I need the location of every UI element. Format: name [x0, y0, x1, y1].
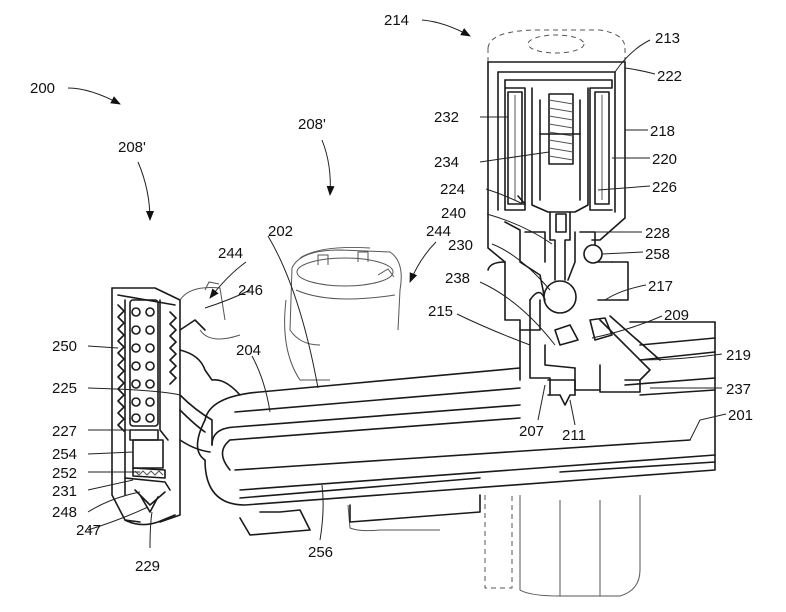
label-248: 248	[52, 504, 77, 521]
label-226: 226	[652, 179, 677, 196]
label-204: 204	[236, 342, 261, 359]
label-202: 202	[268, 223, 293, 240]
label-234: 234	[434, 154, 459, 171]
label-201: 201	[728, 407, 753, 424]
sensor-cells	[131, 307, 155, 423]
label-228: 228	[645, 225, 670, 242]
phantom-bottom-connector	[347, 495, 641, 597]
label-250: 250	[52, 338, 77, 355]
label-224: 224	[440, 181, 465, 198]
leader-lines	[67, 19, 727, 549]
label-237: 237	[726, 381, 751, 398]
label-211: 211	[562, 427, 586, 444]
label-213: 213	[655, 30, 680, 47]
label-230: 230	[448, 237, 473, 254]
label-232: 232	[434, 109, 459, 126]
label-219: 219	[726, 347, 751, 364]
label-209: 209	[664, 307, 689, 324]
phantom-top-cap	[487, 29, 626, 75]
label-244b: 244	[426, 223, 451, 240]
label-208a: 208'	[118, 139, 146, 156]
label-218: 218	[650, 123, 675, 140]
label-215: 215	[428, 303, 453, 320]
left-sensor	[111, 287, 241, 526]
label-252: 252	[52, 465, 77, 482]
label-227: 227	[52, 423, 77, 440]
solenoid-housing	[487, 61, 626, 314]
center-manifold	[487, 261, 661, 406]
label-256: 256	[308, 544, 333, 561]
label-246: 246	[238, 282, 263, 299]
label-247: 247	[76, 522, 101, 539]
label-200: 200	[30, 80, 55, 97]
reference-labels: 200 208' 208' 214 213 222 232 218 220 23…	[30, 12, 753, 575]
label-225: 225	[52, 380, 77, 397]
label-214: 214	[384, 12, 409, 29]
label-238: 238	[445, 270, 470, 287]
label-240: 240	[441, 205, 466, 222]
label-207: 207	[519, 423, 544, 440]
label-222: 222	[657, 68, 682, 85]
label-208b: 208'	[298, 116, 326, 133]
label-229: 229	[135, 558, 160, 575]
main-tube	[196, 321, 716, 536]
label-220: 220	[652, 151, 677, 168]
label-258: 258	[645, 246, 670, 263]
phantom-cap-rear	[284, 246, 402, 381]
phantom-cap-left	[179, 281, 241, 340]
label-254: 254	[52, 446, 77, 463]
label-244a: 244	[218, 245, 243, 262]
label-231: 231	[52, 483, 77, 500]
label-217: 217	[648, 278, 673, 295]
